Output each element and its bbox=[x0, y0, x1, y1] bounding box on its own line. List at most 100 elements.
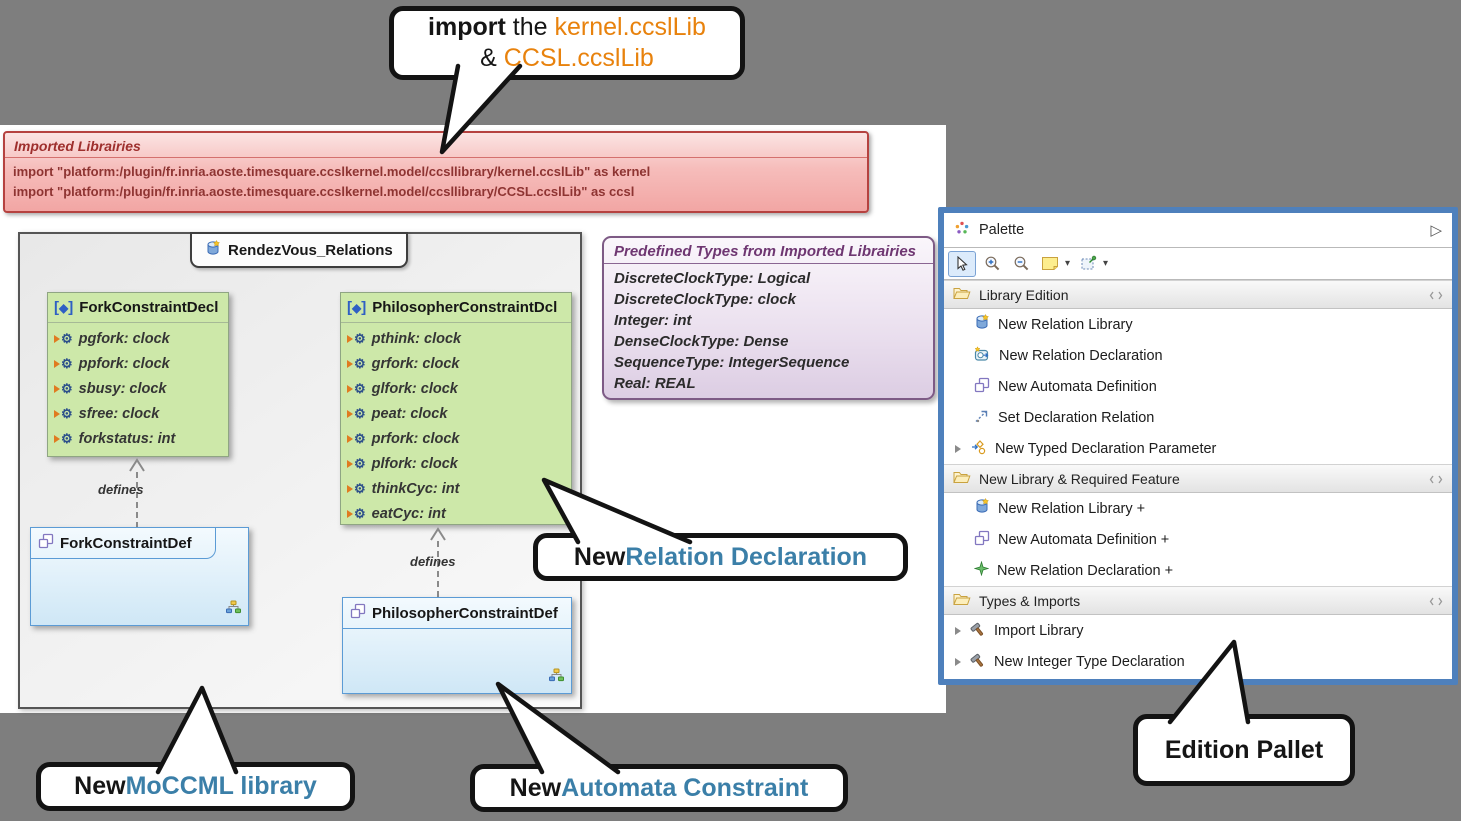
imported-libraries-panel[interactable]: Imported Librairies import "platform:/pl… bbox=[3, 131, 869, 213]
note-tool-dropdown-icon[interactable]: ▾ bbox=[1065, 258, 1071, 269]
predefined-type: DenseClockType: Dense bbox=[614, 333, 789, 350]
predefined-type: Integer: int bbox=[614, 312, 692, 329]
pin-section-icon[interactable] bbox=[1429, 287, 1443, 303]
defines-edge bbox=[430, 527, 446, 597]
philosopher-constraint-decl-box[interactable]: [◆] PhilosopherConstraintDcl ⚙pthink: cl… bbox=[340, 292, 572, 525]
attribute-row[interactable]: ⚙pthink: clock bbox=[347, 326, 565, 351]
attribute-row[interactable]: ⚙prfork: clock bbox=[347, 426, 565, 451]
fork-constraint-def-box[interactable]: ForkConstraintDef bbox=[30, 527, 249, 626]
def-box-name: PhilosopherConstraintDef bbox=[372, 604, 558, 622]
int-attribute-icon: ⚙ bbox=[347, 482, 366, 495]
palette-item-new-relation-library-plus[interactable]: New Relation Library + bbox=[944, 493, 1452, 524]
int-attribute-icon: ⚙ bbox=[347, 507, 366, 520]
palette-item-new-integer-type-declaration[interactable]: New Integer Type Declaration bbox=[944, 646, 1452, 677]
zoom-out-tool[interactable] bbox=[1008, 252, 1034, 276]
decl-box-name: PhilosopherConstraintDcl bbox=[372, 299, 558, 316]
folder-icon bbox=[953, 470, 971, 487]
diagram-title: RendezVous_Relations bbox=[228, 241, 393, 259]
palette-item-new-relation-library[interactable]: New Relation Library bbox=[944, 309, 1452, 340]
attribute-row[interactable]: ⚙ppfork: clock bbox=[54, 351, 222, 376]
expander-icon[interactable] bbox=[955, 444, 961, 453]
palette-header[interactable]: Palette ▷ bbox=[944, 213, 1452, 248]
attribute-row[interactable]: ⚙pgfork: clock bbox=[54, 326, 222, 351]
palette-item-new-automata-definition-plus[interactable]: New Automata Definition + bbox=[944, 524, 1452, 555]
automata-constraint-callout: New Automata Constraint bbox=[470, 764, 848, 812]
pin-section-icon[interactable] bbox=[1429, 471, 1443, 487]
folder-icon bbox=[953, 592, 971, 609]
automata-definition-icon bbox=[38, 533, 54, 553]
import-statement: import "platform:/plugin/fr.inria.aoste.… bbox=[13, 164, 651, 179]
clock-attribute-icon: ⚙ bbox=[347, 332, 366, 345]
relation-declaration-icon bbox=[974, 345, 991, 366]
palette-panel: Palette ▷ ▾ ▾ bbox=[938, 207, 1458, 685]
moccml-library-callout: New MoCCML library bbox=[36, 762, 355, 811]
pin-section-icon[interactable] bbox=[1429, 593, 1443, 609]
palette-section-types-imports[interactable]: Types & Imports bbox=[944, 586, 1452, 615]
palette-item-import-library[interactable]: Import Library bbox=[944, 615, 1452, 646]
edge-label: defines bbox=[410, 554, 456, 569]
clock-attribute-icon: ⚙ bbox=[347, 407, 366, 420]
clock-attribute-icon: ⚙ bbox=[54, 407, 73, 420]
edge-label: defines bbox=[98, 482, 144, 497]
relation-library-icon bbox=[974, 313, 990, 335]
predefined-type: DiscreteClockType: Logical bbox=[614, 270, 811, 287]
philosopher-constraint-def-box[interactable]: PhilosopherConstraintDef bbox=[342, 597, 572, 694]
attribute-row[interactable]: ⚙grfork: clock bbox=[347, 351, 565, 376]
predefined-types-panel[interactable]: Predefined Types from Imported Librairie… bbox=[602, 236, 935, 400]
palette-icon bbox=[954, 220, 970, 240]
expander-icon[interactable] bbox=[955, 657, 961, 666]
automata-definition-icon bbox=[974, 377, 990, 397]
palette-title: Palette bbox=[979, 222, 1025, 238]
marquee-tool[interactable] bbox=[1075, 252, 1101, 276]
attribute-row[interactable]: ⚙sfree: clock bbox=[54, 401, 222, 426]
relation-library-container[interactable]: RendezVous_Relations [◆] ForkConstraintD… bbox=[18, 232, 582, 709]
imported-libraries-title: Imported Librairies bbox=[5, 133, 867, 158]
clock-attribute-icon: ⚙ bbox=[347, 432, 366, 445]
select-tool[interactable] bbox=[948, 250, 976, 277]
decl-box-name: ForkConstraintDecl bbox=[79, 299, 219, 316]
predefined-types-title: Predefined Types from Imported Librairie… bbox=[604, 238, 933, 264]
attribute-row[interactable]: ⚙peat: clock bbox=[347, 401, 565, 426]
clock-attribute-icon: ⚙ bbox=[54, 357, 73, 370]
attribute-row[interactable]: ⚙plfork: clock bbox=[347, 451, 565, 476]
predefined-type: Real: REAL bbox=[614, 375, 696, 392]
relation-library-icon bbox=[974, 497, 990, 519]
clock-attribute-icon: ⚙ bbox=[347, 457, 366, 470]
clock-attribute-icon: ⚙ bbox=[347, 382, 366, 395]
expander-icon[interactable] bbox=[955, 626, 961, 635]
hierarchy-icon bbox=[548, 668, 565, 688]
clock-attribute-icon: ⚙ bbox=[54, 332, 73, 345]
palette-collapse-icon[interactable]: ▷ bbox=[1430, 222, 1442, 239]
hammer-icon bbox=[970, 621, 986, 641]
marquee-tool-dropdown-icon[interactable]: ▾ bbox=[1103, 258, 1109, 269]
diagram-title-tab[interactable]: RendezVous_Relations bbox=[190, 232, 408, 268]
fork-constraint-decl-box[interactable]: [◆] ForkConstraintDecl ⚙pgfork: clock ⚙p… bbox=[47, 292, 229, 457]
palette-toolbar: ▾ ▾ bbox=[944, 248, 1452, 280]
int-attribute-icon: ⚙ bbox=[54, 432, 73, 445]
palette-item-new-automata-definition[interactable]: New Automata Definition bbox=[944, 371, 1452, 402]
set-declaration-relation-icon bbox=[974, 408, 990, 428]
attribute-row[interactable]: ⚙sbusy: clock bbox=[54, 376, 222, 401]
hammer-icon bbox=[970, 652, 986, 672]
zoom-in-tool[interactable] bbox=[979, 252, 1005, 276]
folder-icon bbox=[953, 286, 971, 303]
note-tool[interactable] bbox=[1037, 252, 1063, 276]
palette-item-set-declaration-relation[interactable]: Set Declaration Relation bbox=[944, 402, 1452, 433]
palette-item-new-relation-declaration[interactable]: New Relation Declaration bbox=[944, 340, 1452, 371]
attribute-row[interactable]: ⚙forkstatus: int bbox=[54, 426, 222, 451]
palette-item-new-typed-declaration-parameter[interactable]: New Typed Declaration Parameter bbox=[944, 433, 1452, 464]
attribute-row[interactable]: ⚙eatCyc: int bbox=[347, 501, 565, 526]
relation-declaration-callout: New Relation Declaration bbox=[533, 533, 908, 581]
automata-definition-icon bbox=[974, 530, 990, 550]
relation-declaration-diamond-icon: [◆] bbox=[54, 299, 74, 316]
palette-section-new-library-required-feature[interactable]: New Library & Required Feature bbox=[944, 464, 1452, 493]
palette-item-new-relation-declaration-plus[interactable]: New Relation Declaration + bbox=[944, 555, 1452, 586]
green-diamond-icon bbox=[973, 560, 990, 580]
palette-section-library-edition[interactable]: Library Edition bbox=[944, 280, 1452, 309]
attribute-row[interactable]: ⚙thinkCyc: int bbox=[347, 476, 565, 501]
import-note-callout: import the kernel.ccslLib & CCSL.ccslLib bbox=[389, 6, 745, 80]
attribute-row[interactable]: ⚙glfork: clock bbox=[347, 376, 565, 401]
import-statement: import "platform:/plugin/fr.inria.aoste.… bbox=[13, 184, 635, 199]
typed-declaration-parameter-icon bbox=[970, 439, 987, 459]
